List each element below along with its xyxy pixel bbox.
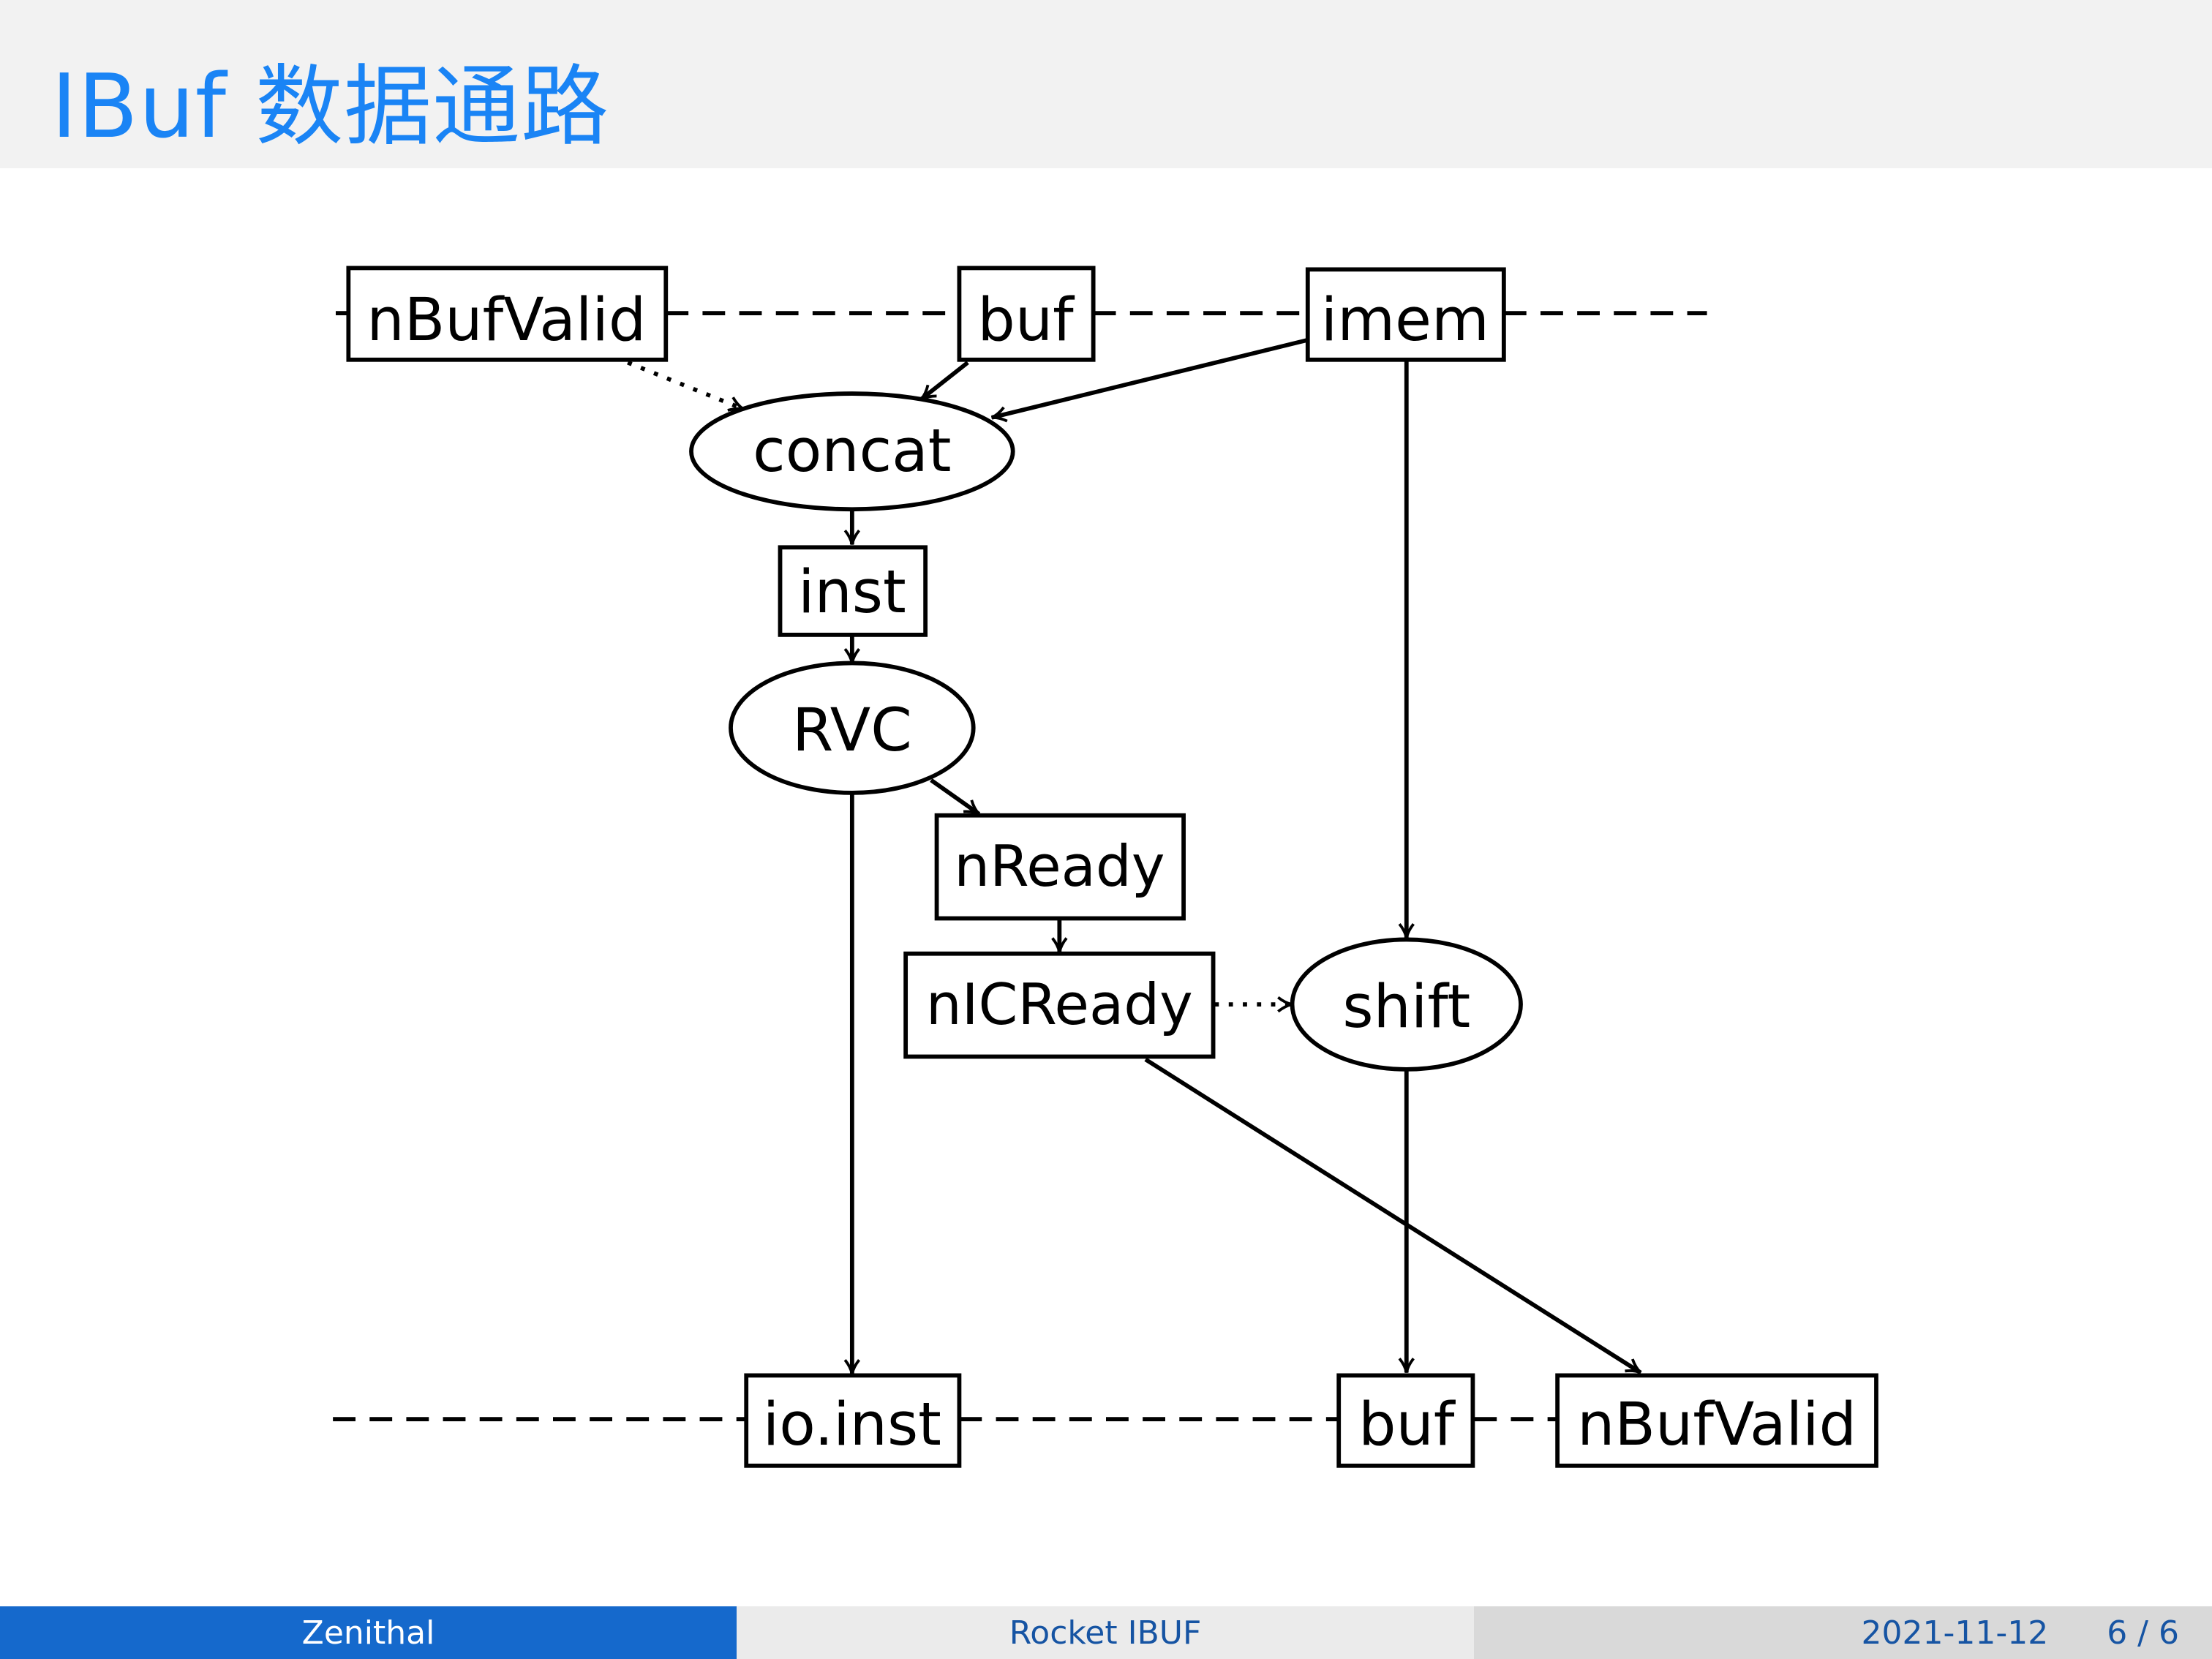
footer-page-number: 6 / 6 xyxy=(2107,1614,2179,1652)
edge-rvc-nready xyxy=(930,778,981,816)
node-nready: nReady xyxy=(934,813,1186,921)
node-bottom-nbufvalid: nBufValid xyxy=(1555,1373,1878,1468)
node-label: nBufValid xyxy=(1577,1391,1856,1459)
node-label: RVC xyxy=(792,696,912,765)
node-shift: shift xyxy=(1290,937,1523,1072)
node-top-buf: buf xyxy=(957,266,1096,362)
footer-author: Zenithal xyxy=(0,1606,737,1659)
edge-nicready-nbufvalid xyxy=(1144,1057,1642,1374)
footer-title: Rocket IBUF xyxy=(737,1606,1474,1659)
footer-author-text: Zenithal xyxy=(301,1614,435,1652)
node-label: buf xyxy=(977,286,1075,355)
node-label: concat xyxy=(753,417,951,486)
node-top-nbufvalid: nBufValid xyxy=(346,266,669,362)
edge-imem-concat xyxy=(990,337,1309,423)
node-bottom-buf: buf xyxy=(1336,1373,1475,1468)
node-bottom-ioinst: io.inst xyxy=(744,1373,962,1468)
slide-footer: Zenithal Rocket IBUF 2021-11-12 6 / 6 xyxy=(0,1606,2212,1659)
edge-nbufvalid-concat xyxy=(627,360,745,412)
node-label: inst xyxy=(798,558,906,627)
node-label: imem xyxy=(1321,286,1489,355)
slide-title: IBuf 数据通路 xyxy=(51,56,610,158)
node-rvc: RVC xyxy=(729,661,976,795)
edge-buf-concat xyxy=(919,361,969,402)
node-label: nBufValid xyxy=(366,286,646,355)
node-label: io.inst xyxy=(763,1391,941,1459)
node-label: nICReady xyxy=(926,972,1193,1038)
node-label: buf xyxy=(1358,1391,1456,1459)
slide-header: IBuf 数据通路 xyxy=(0,0,2212,168)
node-top-imem: imem xyxy=(1305,267,1506,362)
node-label: shift xyxy=(1342,973,1470,1042)
footer-meta: 2021-11-12 6 / 6 xyxy=(1474,1606,2212,1659)
node-inst: inst xyxy=(778,545,928,637)
node-nicready: nICReady xyxy=(903,951,1216,1059)
node-concat: concat xyxy=(689,391,1015,512)
footer-date: 2021-11-12 xyxy=(1861,1614,2049,1652)
node-label: nReady xyxy=(954,834,1165,900)
footer-title-text: Rocket IBUF xyxy=(1009,1614,1202,1652)
